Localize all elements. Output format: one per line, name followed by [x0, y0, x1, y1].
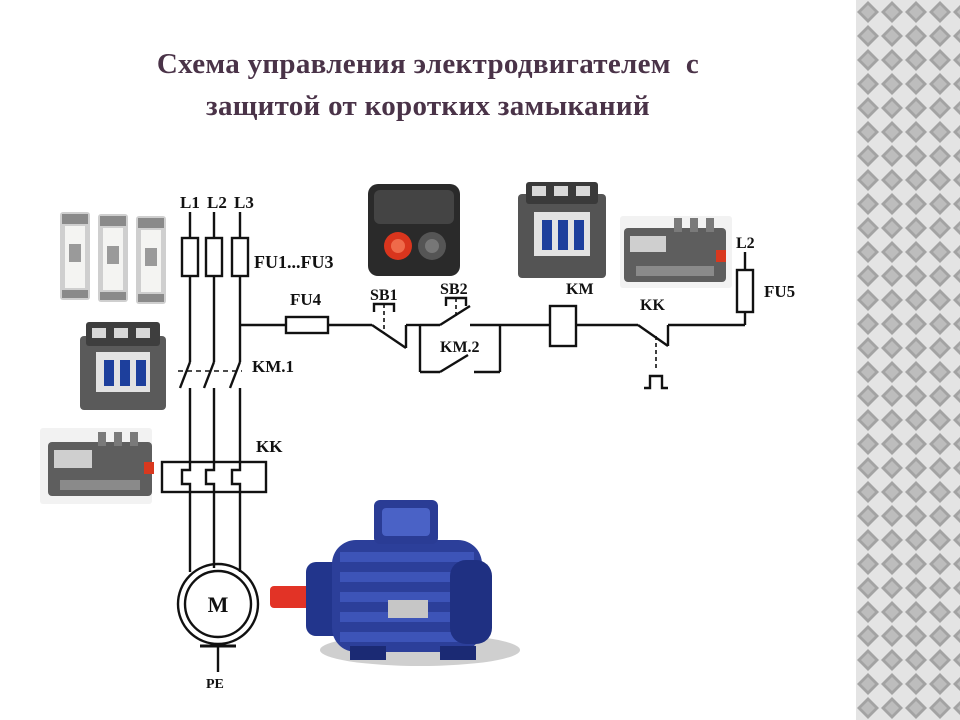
label-km1: KM.1	[252, 357, 294, 376]
label-kk-control: KK	[640, 297, 665, 314]
motor-photo	[270, 500, 520, 666]
label-fu1-fu3: FU1...FU3	[254, 252, 334, 272]
power-circuit	[188, 212, 242, 362]
label-fu4: FU4	[290, 290, 322, 309]
label-sb2: SB2	[440, 281, 468, 298]
push-button-station-photo	[368, 184, 460, 276]
page-title-line-2: защитой от коротких замыканий	[206, 90, 650, 122]
main-contacts-km1	[178, 361, 242, 464]
label-sb1: SB1	[370, 287, 398, 304]
label-pe: PE	[206, 677, 224, 692]
circuit-diagram: L1 L2 L3 FU1...FU3 FU4 SB1 SB2 KM.1 KM.2…	[40, 182, 795, 692]
fuse-holders-photo	[60, 212, 166, 304]
thermal-relay-photo	[40, 428, 154, 504]
label-fu5: FU5	[764, 282, 795, 301]
thermal-relay-kk-power	[160, 460, 268, 572]
label-l3: L3	[234, 193, 254, 212]
label-l1: L1	[180, 193, 200, 212]
control-circuit	[240, 252, 755, 390]
label-l2-control: L2	[736, 235, 755, 252]
contactor-photo	[80, 322, 166, 410]
label-motor: M	[208, 592, 229, 617]
page-title-line-1: Схема управления электродвигателем с	[156, 48, 700, 80]
label-km: KM	[566, 281, 594, 298]
contactor-photo-top	[518, 182, 606, 278]
fuses-fu1-fu3	[180, 236, 250, 278]
thermal-relay-photo-top	[620, 216, 732, 288]
motor-symbol	[176, 562, 260, 672]
label-km2: KM.2	[440, 339, 480, 356]
decorative-pattern-strip	[856, 0, 960, 720]
label-l2: L2	[207, 193, 227, 212]
label-kk-power: KK	[256, 437, 283, 456]
